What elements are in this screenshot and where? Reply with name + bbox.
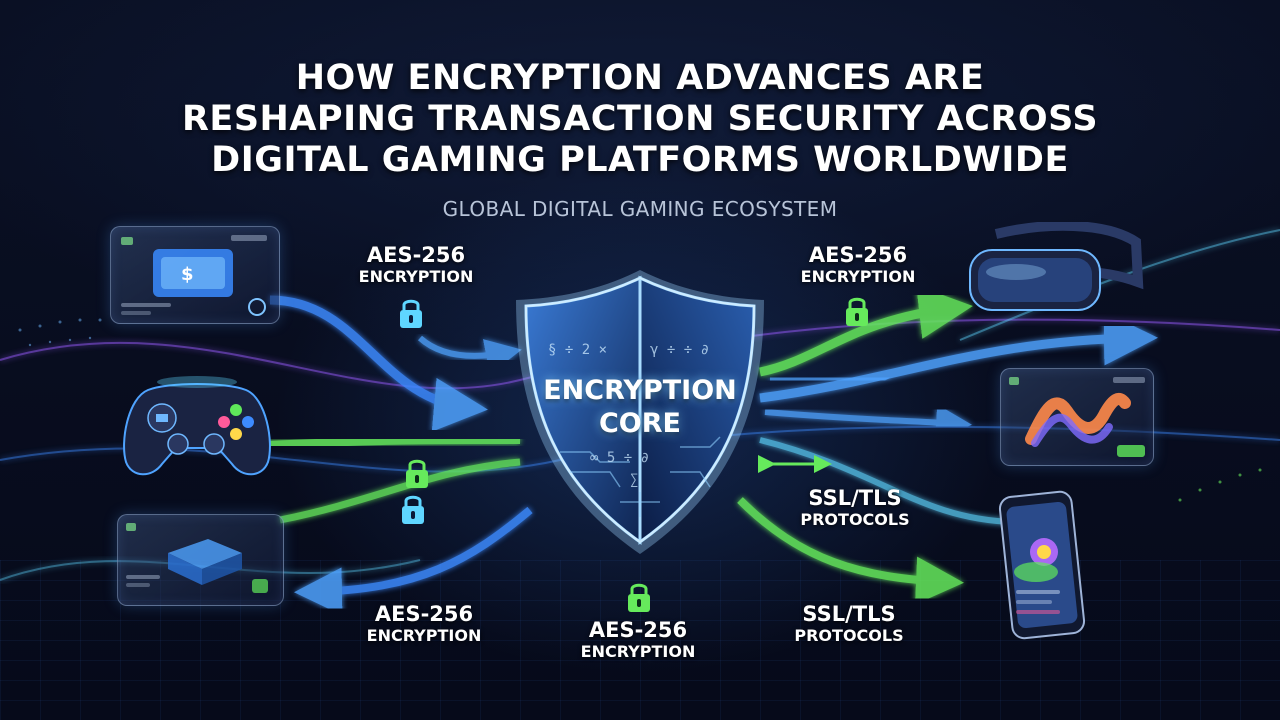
svg-text:$: $ xyxy=(181,264,194,285)
headline-line-2: RESHAPING TRANSACTION SECURITY ACROSS xyxy=(181,99,1099,139)
label-aes-top-left: AES-256 ENCRYPTION xyxy=(336,243,496,287)
label-ssl-mid-right-title: SSL/TLS xyxy=(808,486,902,510)
label-aes-top-left-title: AES-256 xyxy=(366,243,466,267)
chart-card-icon xyxy=(1009,377,1145,457)
label-aes-bottom-center: AES-256 ENCRYPTION xyxy=(558,618,718,662)
headline: HOW ENCRYPTION ADVANCES ARE RESHAPING TR… xyxy=(140,58,1140,181)
headline-line-1: HOW ENCRYPTION ADVANCES ARE xyxy=(295,58,985,98)
svg-text:∞ 5 ÷ ∂: ∞ 5 ÷ ∂ xyxy=(590,450,649,466)
svg-text:∑: ∑ xyxy=(630,472,638,488)
smartphone-icon xyxy=(998,490,1086,640)
game-controller-icon xyxy=(123,376,271,476)
encryption-core-label: ENCRYPTION CORE xyxy=(527,374,753,440)
label-ssl-mid-right: SSL/TLS PROTOCOLS xyxy=(770,486,940,530)
padlock-icon xyxy=(400,299,422,328)
svg-text:§ ÷ 2 ×: § ÷ 2 × xyxy=(548,342,607,358)
stream-core-to-bottom-left xyxy=(294,506,533,616)
label-aes-top-right-sub: ENCRYPTION xyxy=(800,267,916,286)
stream-chip-green xyxy=(279,458,521,524)
padlock-icon xyxy=(846,297,868,326)
chip-card-panel xyxy=(117,514,284,606)
padlock-icon xyxy=(628,583,650,612)
stream-core-to-phone-green xyxy=(737,497,964,605)
stream-to-phone-blue xyxy=(759,437,1016,525)
label-aes-top-right-title: AES-256 xyxy=(808,243,908,267)
label-ssl-bottom-right-sub: PROTOCOLS xyxy=(794,626,904,645)
core-line-2: CORE xyxy=(598,408,681,439)
vr-headset-icon xyxy=(969,222,1144,311)
svg-text:γ ÷ ÷ ∂: γ ÷ ÷ ∂ xyxy=(650,342,709,358)
label-aes-bottom-left-sub: ENCRYPTION xyxy=(366,626,482,645)
headline-line-3: DIGITAL GAMING PLATFORMS WORLDWIDE xyxy=(211,140,1069,180)
chip-icon xyxy=(126,523,268,593)
stream-card-to-core xyxy=(269,295,488,432)
label-aes-bottom-left-title: AES-256 xyxy=(374,602,474,626)
particles-left xyxy=(18,318,102,347)
chart-card-panel xyxy=(1000,368,1154,466)
subheading: GLOBAL DIGITAL GAMING ECOSYSTEM xyxy=(442,197,838,221)
payment-card-icon: $ xyxy=(121,235,267,316)
padlock-icon xyxy=(402,495,424,524)
label-aes-top-left-sub: ENCRYPTION xyxy=(358,267,474,286)
label-ssl-bottom-right: SSL/TLS PROTOCOLS xyxy=(764,602,934,646)
stream-to-chart-card xyxy=(764,404,972,441)
stream-controller-green xyxy=(264,436,521,449)
payment-card-panel: $ xyxy=(110,226,280,324)
particles-right xyxy=(1178,468,1262,502)
label-ssl-mid-right-sub: PROTOCOLS xyxy=(800,510,910,529)
stream-lock-to-core xyxy=(417,335,522,375)
padlock-icon xyxy=(406,459,428,488)
label-ssl-bottom-right-title: SSL/TLS xyxy=(802,602,896,626)
circuit-lines xyxy=(560,436,721,517)
label-aes-bottom-left: AES-256 ENCRYPTION xyxy=(344,602,504,646)
stream-core-to-vr xyxy=(759,285,973,377)
label-aes-top-right: AES-256 ENCRYPTION xyxy=(778,243,938,287)
label-aes-bottom-center-sub: ENCRYPTION xyxy=(580,642,696,661)
stream-core-to-right xyxy=(759,311,1158,403)
stream-short-right xyxy=(769,363,890,394)
shield-icon: § ÷ 2 × γ ÷ ÷ ∂ ∞ 5 ÷ ∂ ∑ xyxy=(516,270,764,554)
label-aes-bottom-center-title: AES-256 xyxy=(588,618,688,642)
core-line-1: ENCRYPTION xyxy=(543,375,737,406)
symbol-pattern: § ÷ 2 × γ ÷ ÷ ∂ ∞ 5 ÷ ∂ ∑ xyxy=(548,342,709,488)
